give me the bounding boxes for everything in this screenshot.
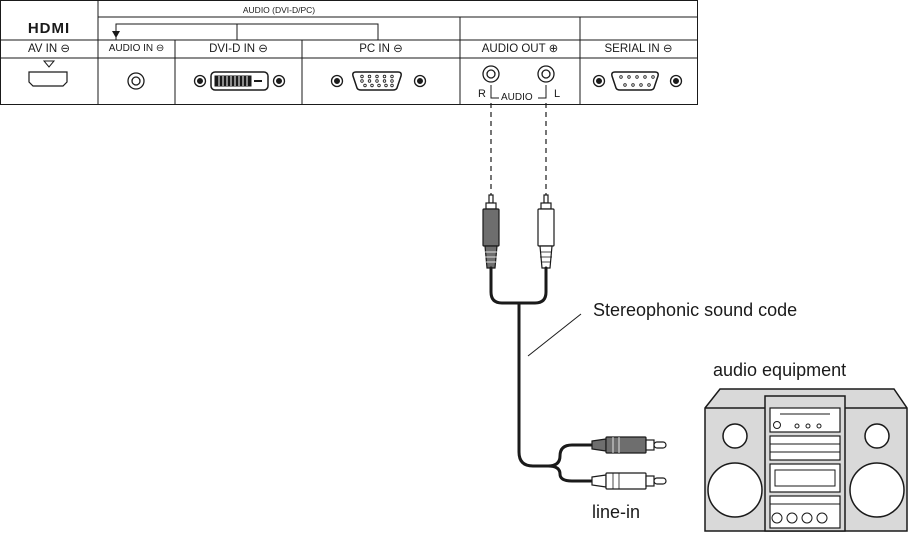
audio-out-r-label: R [478, 88, 486, 100]
cable-annotation: Stereophonic sound code [593, 300, 798, 320]
input-arrow-icon: ⊖ [60, 43, 71, 55]
port-label-av-in: AV IN ⊖ [0, 41, 98, 57]
hdmi-logo: HDMI [27, 20, 71, 37]
input-arrow-icon: ⊖ [662, 43, 673, 55]
input-arrow-icon: ⊖ [393, 43, 403, 55]
input-arrow-icon: ⊖ [258, 43, 268, 55]
port-label-audio-in-text: AUDIO IN [108, 43, 154, 54]
input-arrow-icon: ⊖ [155, 43, 165, 54]
rca-plug-left-channel [537, 194, 555, 269]
port-label-audio-out: AUDIO OUT ⊕ [460, 41, 580, 57]
audio-out-audio-label: AUDIO [500, 92, 534, 103]
port-label-pc-in-text: PC IN [359, 43, 390, 55]
rca-plug-line-in-left [591, 472, 667, 490]
port-label-audio-out-text: AUDIO OUT [481, 43, 546, 55]
stereo-cable [482, 103, 667, 490]
port-label-pc-in: PC IN ⊖ [302, 41, 460, 57]
port-label-serial-in-text: SERIAL IN [604, 43, 660, 55]
audio-out-jacks [482, 65, 555, 99]
port-label-serial-in: SERIAL IN ⊖ [580, 41, 697, 57]
rca-plug-line-in-right [591, 436, 667, 454]
hdmi-port [28, 60, 68, 87]
equipment-annotation: audio equipment [713, 360, 847, 380]
rca-plug-right-channel [482, 194, 500, 269]
audio-group-label: AUDIO (DVI-D/PC) [242, 5, 316, 15]
port-label-av-in-text: AV IN [27, 43, 58, 55]
audio-in-jack [127, 72, 145, 90]
pc-in-dsub-connector [330, 71, 427, 91]
audio-equipment-stereo-icon [704, 388, 908, 532]
line-in-annotation: line-in [592, 502, 641, 522]
port-label-audio-in: AUDIO IN ⊖ [98, 41, 175, 57]
audio-out-l-label: L [554, 88, 561, 100]
port-label-dvi-d-in: DVI-D IN ⊖ [175, 41, 302, 57]
port-label-dvi-d-in-text: DVI-D IN [209, 43, 256, 55]
serial-in-dsub-connector [592, 71, 683, 91]
dvi-d-connector [193, 71, 286, 91]
output-arrow-icon: ⊕ [548, 43, 559, 55]
